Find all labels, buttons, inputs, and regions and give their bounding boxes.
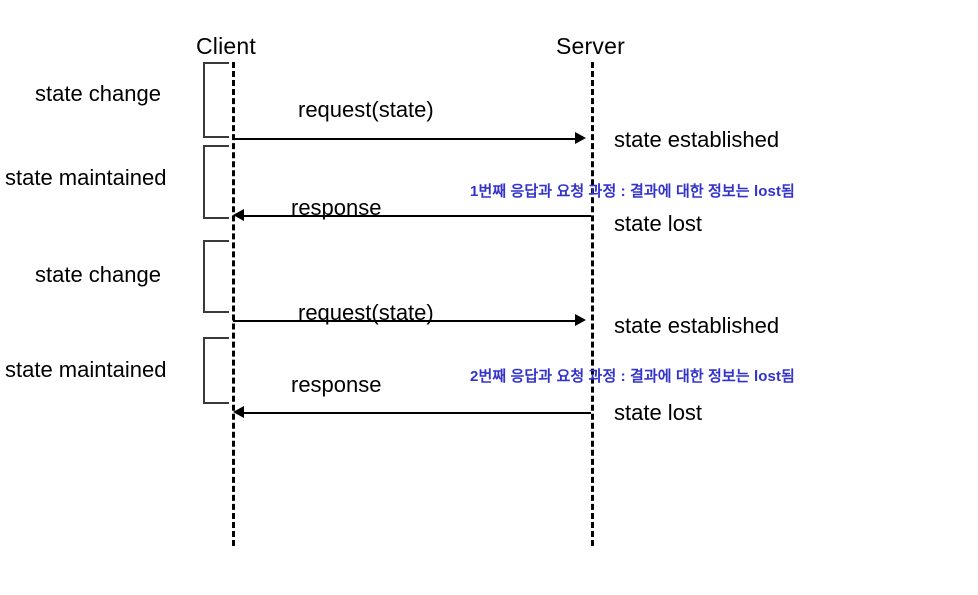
bracket-state-change-1: [203, 62, 229, 138]
bracket-state-change-2: [203, 240, 229, 313]
label-state-change-1: state change: [35, 81, 161, 106]
lifeline-server: [591, 62, 594, 546]
bracket-state-maintained-2: [203, 337, 229, 404]
bracket-state-maintained-1: [203, 145, 229, 219]
arrow-head-right-icon-1: [575, 132, 586, 144]
server-state-established-1: state established: [614, 127, 780, 152]
label-state-maintained-1: state maintained: [5, 165, 167, 190]
message-label-request-2: request(state): [298, 300, 434, 325]
arrow-head-left-icon-1: [233, 209, 244, 221]
server-state-lost-2: state lost: [614, 400, 703, 425]
arrow-head-left-icon-2: [233, 406, 244, 418]
message-line-response-2: [244, 412, 591, 414]
message-label-response-1: response: [291, 195, 382, 220]
message-label-request-1: request(state): [298, 97, 434, 122]
server-state-established-2: state established: [614, 313, 780, 338]
message-line-request-1: [233, 138, 578, 140]
message-line-request-2: [233, 320, 578, 322]
annotation-note-1: 1번째 응답과 요청 과정 : 결과에 대한 정보는 lost됨: [470, 183, 795, 200]
annotation-note-2: 2번째 응답과 요청 과정 : 결과에 대한 정보는 lost됨: [470, 368, 795, 385]
lifeline-client: [232, 62, 235, 546]
arrow-head-right-icon-2: [575, 314, 586, 326]
label-state-maintained-2: state maintained: [5, 357, 167, 382]
label-state-change-2: state change: [35, 262, 161, 287]
server-state-lost-1: state lost: [614, 211, 703, 236]
actor-header-client: Client: [196, 33, 257, 59]
message-line-response-1: [244, 215, 591, 217]
message-label-response-2: response: [291, 372, 382, 397]
actor-header-server: Server: [556, 33, 625, 59]
